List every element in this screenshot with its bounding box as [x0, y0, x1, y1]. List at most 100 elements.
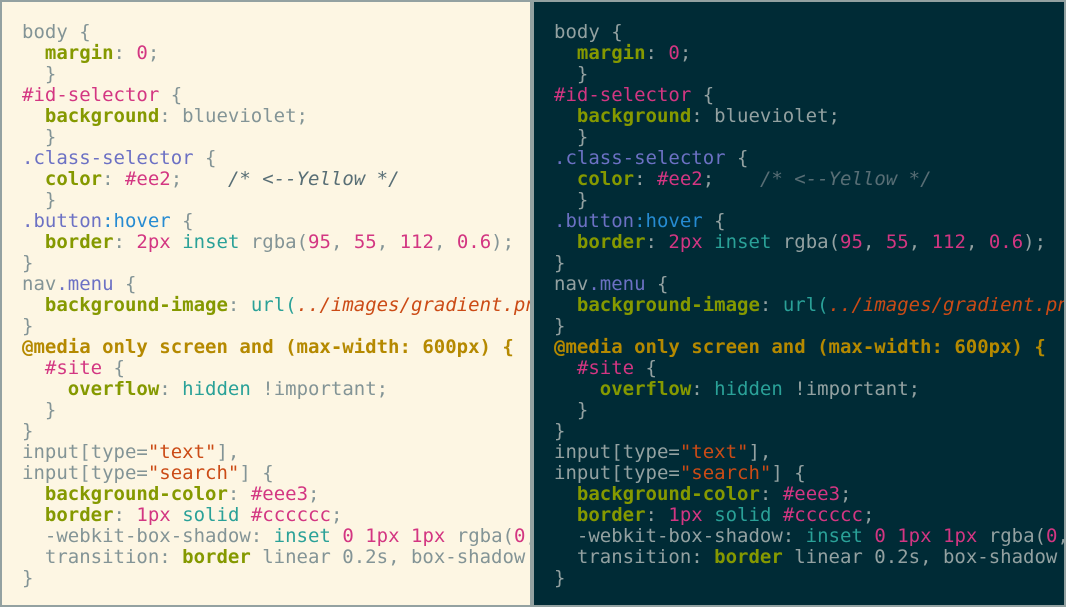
code-token: rgba( — [239, 231, 309, 253]
code-token — [22, 294, 45, 316]
code-token: ; — [840, 483, 852, 505]
code-line: -webkit-box-shadow: inset 0 1px 1px rgba… — [554, 526, 1064, 547]
code-block: body { margin: 0; }#id-selector { backgr… — [554, 22, 1064, 589]
code-token: } — [554, 567, 566, 589]
code-token: solid — [714, 504, 772, 526]
code-line: nav.menu { — [554, 274, 1064, 295]
code-token: ] { — [239, 462, 274, 484]
code-line: border: 1px solid #cccccc; — [554, 505, 1064, 526]
code-line: background: blueviolet; — [22, 106, 530, 127]
code-line: } — [554, 190, 1064, 211]
code-token: } — [22, 420, 34, 442]
code-token: 1px — [668, 504, 703, 526]
code-token: 2px — [668, 231, 703, 253]
code-line: border: 2px inset rgba(95, 55, 112, 0.6)… — [22, 232, 530, 253]
code-line: .class-selector { — [22, 148, 530, 169]
code-line: transition: border linear 0.2s, box-shad… — [554, 547, 1064, 568]
code-token: ; — [702, 168, 760, 190]
code-line: } — [554, 253, 1064, 274]
code-token: ; — [679, 42, 692, 64]
code-token: #ee2 — [656, 168, 703, 190]
code-token — [239, 504, 250, 526]
code-token: { — [102, 357, 125, 379]
code-pane-light: body { margin: 0; }#id-selector { backgr… — [2, 2, 530, 605]
code-token: .menu — [56, 273, 114, 295]
code-token: input[type= — [554, 462, 680, 484]
code-token: { — [113, 273, 137, 295]
code-token — [886, 525, 897, 547]
code-token: solid — [182, 504, 240, 526]
code-line: .button:hover { — [22, 211, 530, 232]
code-line: input[type="search"] { — [554, 463, 1064, 484]
code-line: } — [554, 316, 1064, 337]
code-token — [554, 378, 600, 400]
code-token: @media only screen and (max-width: 600px… — [22, 336, 514, 358]
code-token: overflow — [67, 378, 160, 400]
code-token: 1px — [411, 525, 446, 547]
code-line: input[type="text"], — [22, 442, 530, 463]
code-token: ); — [1023, 231, 1047, 253]
code-line: background-color: #eee3; — [22, 484, 530, 505]
code-token: border — [576, 504, 646, 526]
code-token: ], — [216, 441, 240, 463]
code-token: hidden — [714, 378, 783, 400]
code-token: } — [22, 315, 34, 337]
code-token: , — [330, 231, 354, 253]
code-token: : — [102, 168, 125, 190]
code-line: body { — [554, 22, 1064, 43]
code-line: color: #ee2; /* <--Yellow */ — [554, 169, 1064, 190]
code-line: } — [554, 400, 1064, 421]
code-token: ; — [308, 483, 320, 505]
code-token: .menu — [588, 273, 646, 295]
code-line: nav.menu { — [22, 274, 530, 295]
code-token: :hover — [102, 210, 171, 232]
code-token: #site — [576, 357, 635, 379]
code-token: overflow — [599, 378, 692, 400]
code-token — [354, 525, 365, 547]
code-token: 112 — [931, 231, 966, 253]
code-token: } — [554, 315, 566, 337]
code-token: #id-selector — [22, 84, 160, 106]
code-line: } — [22, 190, 530, 211]
code-line: } — [22, 127, 530, 148]
code-line: } — [22, 400, 530, 421]
code-token: } — [22, 399, 57, 421]
code-line: @media only screen and (max-width: 600px… — [554, 337, 1064, 358]
code-token: } — [554, 252, 566, 274]
code-token: 0 — [136, 42, 148, 64]
code-token: 1px — [365, 525, 400, 547]
code-token: url( — [250, 294, 297, 316]
code-token: } — [554, 399, 589, 421]
code-token: -webkit-box-shadow: — [22, 525, 274, 547]
code-token: hidden — [182, 378, 251, 400]
code-token: ] { — [771, 462, 806, 484]
code-line: } — [22, 316, 530, 337]
code-line: } — [22, 253, 530, 274]
code-token — [554, 504, 577, 526]
code-token: 1px — [943, 525, 978, 547]
code-token: nav — [22, 273, 57, 295]
code-token: "text" — [147, 441, 217, 463]
code-token: #cccccc — [782, 504, 863, 526]
code-token: 0 — [668, 42, 680, 64]
code-token: #site — [44, 357, 103, 379]
code-line: -webkit-box-shadow: inset 0 1px 1px rgba… — [22, 526, 530, 547]
code-token: ; — [862, 504, 875, 526]
code-token: } — [22, 189, 57, 211]
code-token — [171, 231, 182, 253]
code-token: } — [22, 63, 57, 85]
code-token: #cccccc — [250, 504, 331, 526]
code-token — [554, 357, 577, 379]
code-token: ); — [491, 231, 515, 253]
code-line: #site { — [554, 358, 1064, 379]
code-token — [554, 168, 577, 190]
code-token: 0.6 — [456, 231, 492, 253]
code-token: "search" — [147, 462, 240, 484]
code-token — [554, 294, 577, 316]
code-token: { — [645, 273, 669, 295]
code-token: nav — [554, 273, 589, 295]
code-line: #site { — [22, 358, 530, 379]
code-token: , — [433, 231, 457, 253]
code-token: : — [227, 294, 251, 316]
code-token — [22, 168, 45, 190]
